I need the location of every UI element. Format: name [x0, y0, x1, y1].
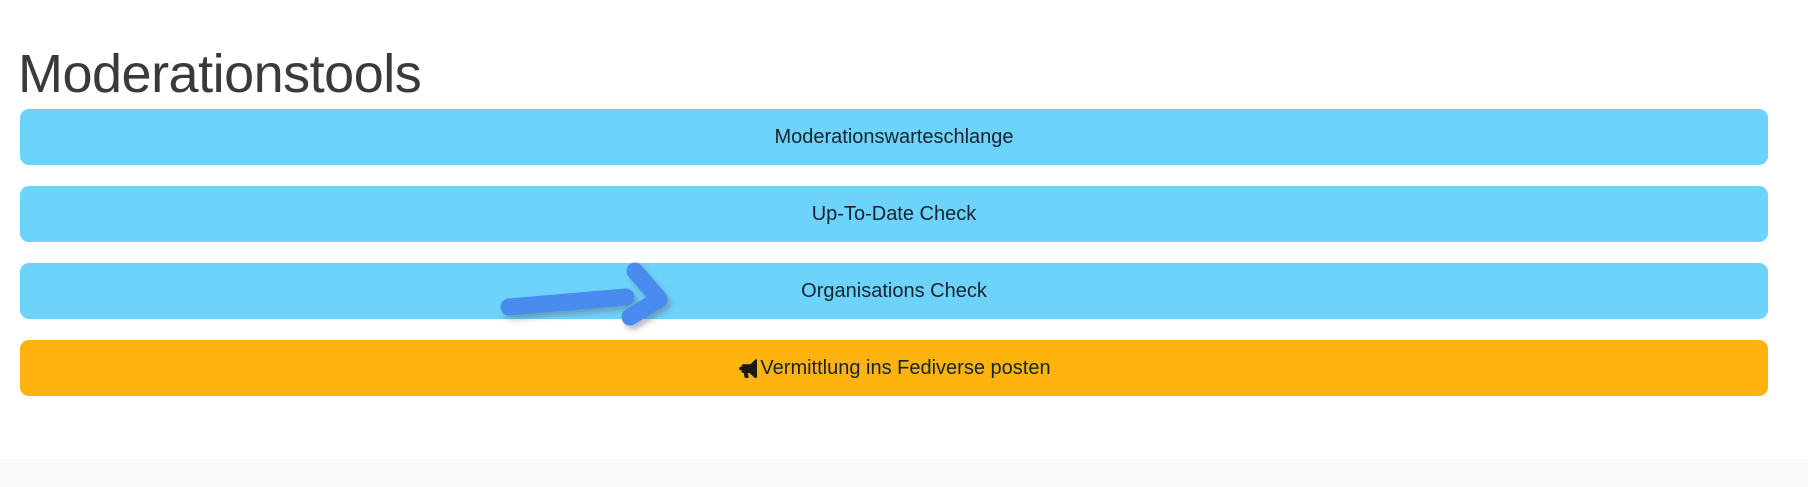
organisations-check-label: Organisations Check [801, 280, 987, 302]
post-to-fediverse-button[interactable]: Vermittlung ins Fediverse posten [20, 340, 1768, 396]
tool-button-list: Moderationswarteschlange Up-To-Date Chec… [20, 109, 1768, 396]
post-to-fediverse-label: Vermittlung ins Fediverse posten [760, 357, 1051, 379]
footer-strip [0, 459, 1808, 487]
moderation-queue-button[interactable]: Moderationswarteschlange [20, 109, 1768, 165]
bullhorn-icon [737, 358, 759, 378]
moderation-queue-label: Moderationswarteschlange [774, 126, 1014, 148]
up-to-date-check-button[interactable]: Up-To-Date Check [20, 186, 1768, 242]
organisations-check-button[interactable]: Organisations Check [20, 263, 1768, 319]
page-title: Moderationstools [18, 44, 422, 105]
up-to-date-check-label: Up-To-Date Check [811, 203, 977, 225]
